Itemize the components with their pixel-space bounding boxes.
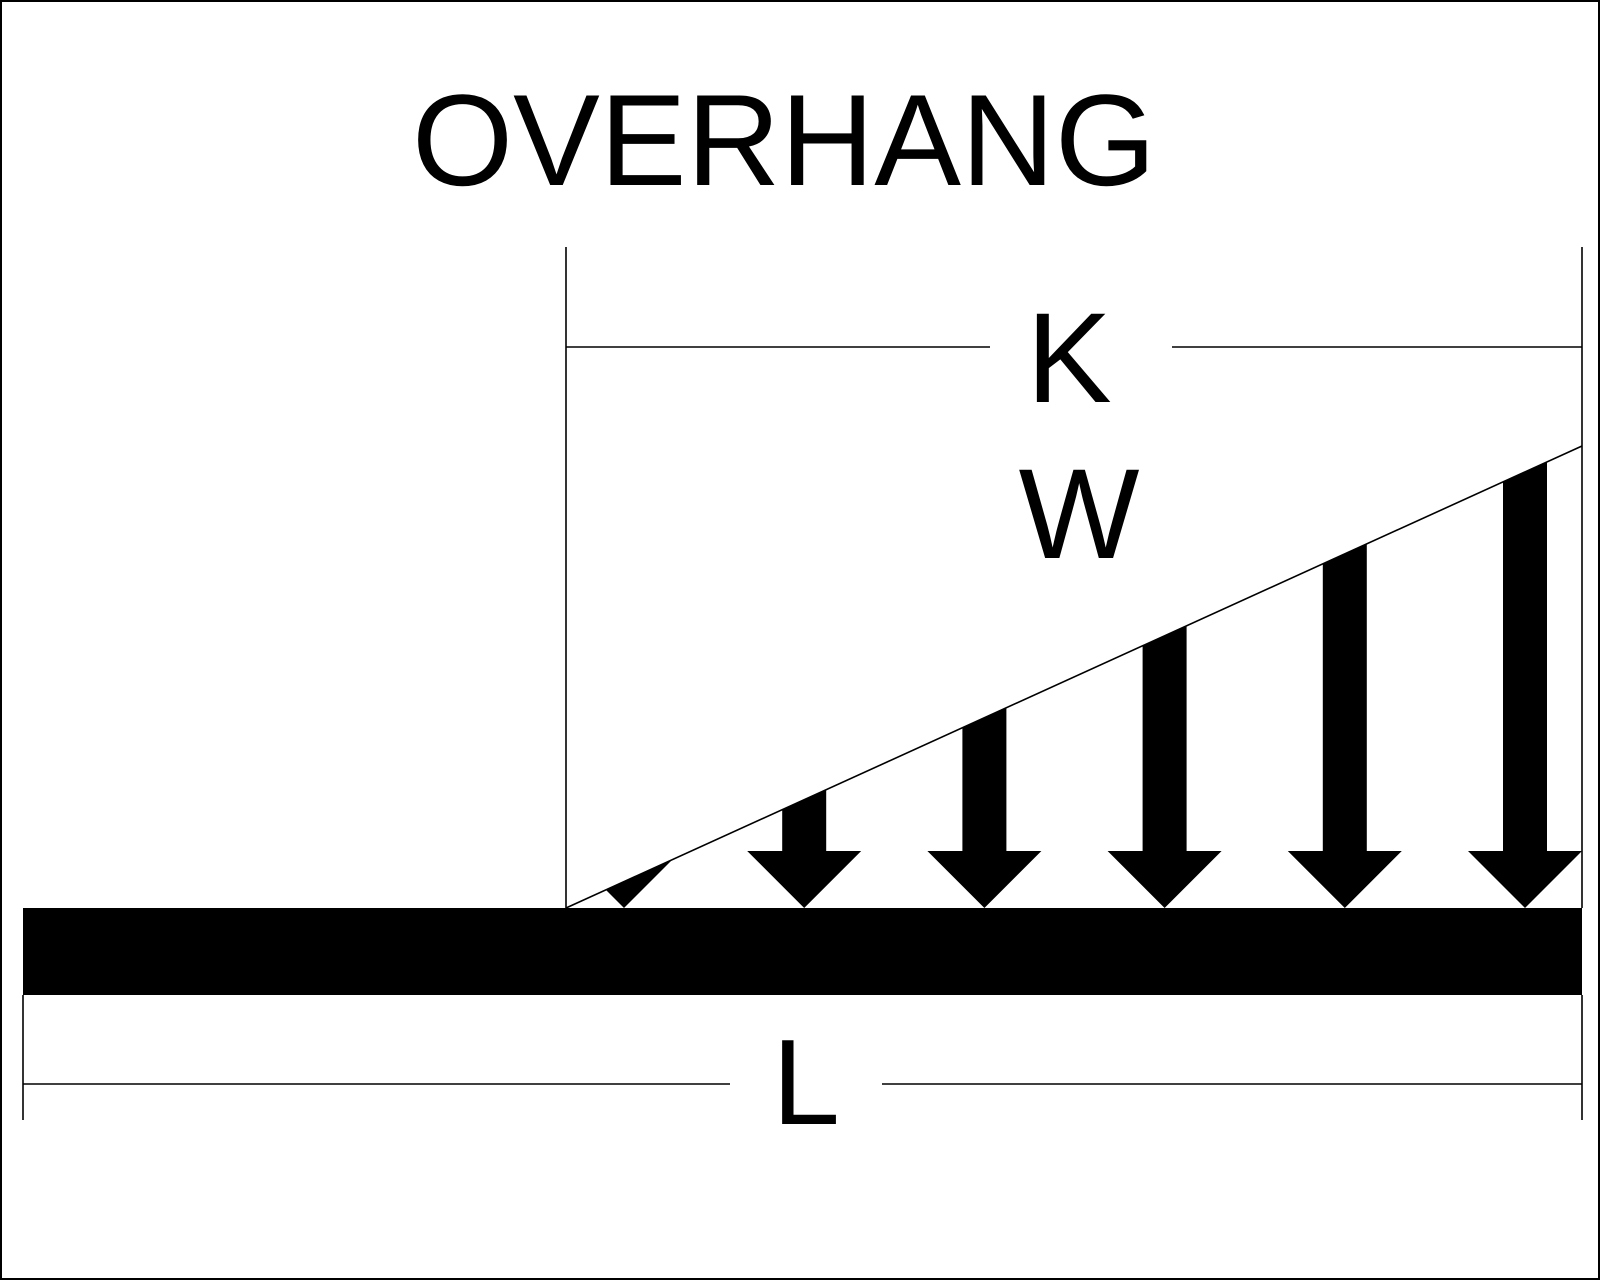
load-intensity-label: W <box>1019 443 1140 586</box>
beam <box>23 908 1582 995</box>
load-arrow <box>1287 523 1402 908</box>
load-arrow <box>747 769 862 908</box>
load-arrow <box>1107 605 1222 908</box>
beam-length-dimension: L <box>22 995 1583 1150</box>
overhang-dimension: K <box>565 247 1583 908</box>
load-envelope-line <box>565 445 1583 909</box>
load-arrow <box>927 687 1042 908</box>
beam-length-label: L <box>772 1014 840 1150</box>
overhang-length-label: K <box>1026 287 1111 430</box>
load-arrow <box>1468 446 1582 908</box>
diagram-title: OVERHANG <box>412 67 1156 213</box>
